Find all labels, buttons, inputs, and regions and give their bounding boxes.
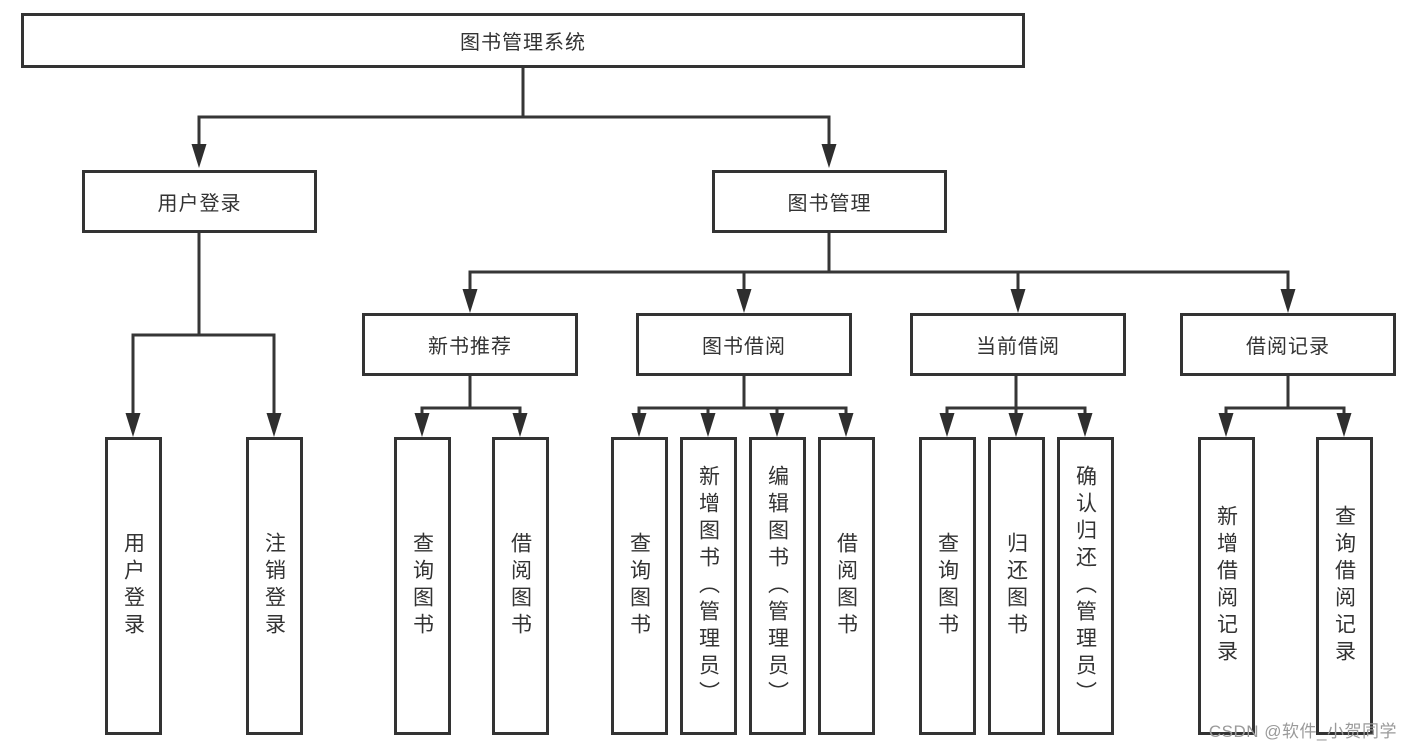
node-label: 查询图书	[935, 532, 959, 640]
node-label: 确认归还（管理员）	[1073, 464, 1097, 708]
leaf-query-borrow-record: 查询借阅记录	[1315, 437, 1373, 735]
leaf-add-borrow-record: 新增借阅记录	[1197, 437, 1255, 735]
leaf-query-books-current: 查询图书	[918, 437, 976, 735]
node-label: 新增图书（管理员）	[696, 464, 720, 708]
node-label: 图书管理	[787, 193, 872, 215]
node-label: 用户登录	[157, 193, 242, 215]
node-label: 新书推荐	[428, 336, 512, 358]
leaf-edit-books-admin: 编辑图书（管理员）	[748, 437, 806, 735]
watermark: CSDN @软件_小贺同学	[1208, 722, 1397, 741]
node-label: 归还图书	[1004, 532, 1028, 640]
leaf-query-books-borrow: 查询图书	[610, 437, 668, 735]
node-current-borrow: 当前借阅	[910, 313, 1126, 376]
connector-currentborrow-to-leaves	[939, 376, 1093, 437]
node-label: 编辑图书（管理员）	[765, 464, 789, 708]
connector-bookmgmt-to-level3	[462, 233, 1296, 313]
leaf-add-books-admin: 新增图书（管理员）	[679, 437, 737, 735]
node-user-login: 用户登录	[82, 170, 317, 233]
leaf-return-books: 归还图书	[987, 437, 1045, 735]
node-label: 查询图书	[627, 532, 651, 640]
leaf-logout: 注销登录	[245, 437, 303, 735]
node-label: 图书借阅	[702, 336, 786, 358]
connector-borrowrecords-to-leaves	[1218, 376, 1352, 437]
connector-root-to-level2	[191, 68, 837, 168]
node-new-book-recommend: 新书推荐	[362, 313, 578, 376]
node-label: 查询借阅记录	[1332, 505, 1356, 667]
node-book-borrow: 图书借阅	[636, 313, 852, 376]
node-label: 注销登录	[262, 532, 286, 640]
connector-newbooks-to-leaves	[414, 376, 528, 437]
node-root-system: 图书管理系统	[21, 13, 1025, 68]
node-label: 用户登录	[121, 532, 145, 640]
leaf-query-books-recommend: 查询图书	[393, 437, 451, 735]
node-book-management: 图书管理	[712, 170, 947, 233]
connector-userlogin-to-leaves	[125, 233, 282, 437]
node-label: 新增借阅记录	[1214, 505, 1238, 667]
leaf-borrow-books: 借阅图书	[817, 437, 875, 735]
leaf-user-login: 用户登录	[104, 437, 162, 735]
node-label: 当前借阅	[976, 336, 1060, 358]
node-label: 借阅记录	[1246, 336, 1330, 358]
node-borrow-records: 借阅记录	[1180, 313, 1396, 376]
node-label: 借阅图书	[834, 532, 858, 640]
node-label: 借阅图书	[508, 532, 532, 640]
connector-bookborrow-to-leaves	[631, 376, 854, 437]
node-label: 查询图书	[410, 532, 434, 640]
node-label: 图书管理系统	[460, 32, 586, 54]
leaf-confirm-return-admin: 确认归还（管理员）	[1056, 437, 1114, 735]
leaf-borrow-books-recommend: 借阅图书	[491, 437, 549, 735]
